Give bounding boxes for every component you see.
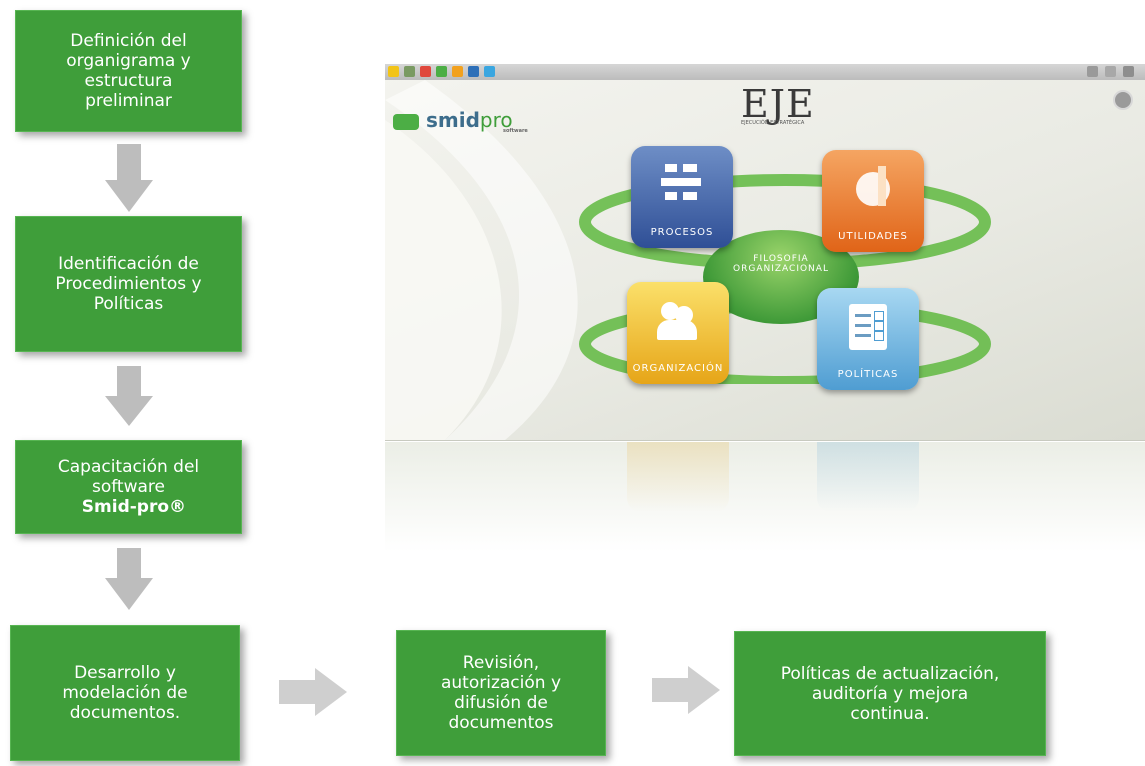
step-text: Capacitación del bbox=[57, 457, 200, 477]
step-text: Procedimientos y bbox=[55, 274, 202, 294]
tile-label: ORGANIZACIÓN bbox=[632, 363, 724, 374]
software-screenshot: smidpro software EJE EJECUCIÓN ESTRATÉGI… bbox=[385, 64, 1145, 441]
folder-icon[interactable] bbox=[388, 66, 399, 77]
step-box-capacitacion: Capacitación del software Smid-pro® bbox=[15, 440, 242, 534]
share-icon[interactable] bbox=[468, 66, 479, 77]
brand-smid: smid bbox=[425, 108, 480, 132]
tile-label: PROCESOS bbox=[650, 227, 714, 238]
people-icon bbox=[653, 298, 703, 344]
tile-politicas[interactable]: POLÍTICAS bbox=[817, 288, 919, 390]
step-box-procedimientos: Identificación de Procedimientos y Polít… bbox=[15, 216, 242, 352]
chart-icon bbox=[848, 166, 898, 212]
step-text: software bbox=[91, 477, 165, 497]
calendar-icon[interactable] bbox=[1105, 66, 1116, 77]
gallery-icon[interactable] bbox=[404, 66, 415, 77]
checklist-icon bbox=[843, 304, 893, 350]
step-text: Políticas bbox=[93, 294, 164, 314]
step-text: autorización y bbox=[440, 673, 562, 693]
brand-name: Smid-pro® bbox=[81, 497, 187, 517]
step-box-organigrama: Definición del organigrama y estructura … bbox=[15, 10, 242, 132]
spiral-icon[interactable] bbox=[420, 66, 431, 77]
eje-subtitle: EJECUCIÓN ESTRATÉGICA bbox=[741, 120, 805, 126]
right-arrow bbox=[279, 668, 347, 716]
eje-logo: EJE bbox=[741, 82, 815, 126]
brand-software: software bbox=[503, 128, 528, 134]
tile-utilidades[interactable]: UTILIDADES bbox=[822, 150, 924, 252]
step-text: Políticas de actualización, bbox=[780, 663, 1000, 684]
center-text: ORGANIZACIONAL bbox=[733, 264, 829, 274]
background-swoosh bbox=[385, 80, 578, 440]
tile-organizacion[interactable]: ORGANIZACIÓN bbox=[627, 282, 729, 384]
smidpro-logo: smidpro software bbox=[393, 108, 528, 134]
step-text: preliminar bbox=[85, 91, 172, 111]
step-text: documentos. bbox=[69, 703, 181, 723]
down-arrow bbox=[105, 548, 153, 610]
brand-pro: pro bbox=[479, 108, 513, 132]
step-text: modelación de bbox=[62, 683, 188, 703]
step-text: Revisión, bbox=[462, 653, 540, 673]
org-icon[interactable] bbox=[436, 66, 447, 77]
step-text: Definición del bbox=[70, 31, 187, 51]
screenshot-reflection bbox=[385, 442, 1145, 552]
step-text: estructura bbox=[84, 71, 173, 91]
step-box-politicas: Políticas de actualización, auditoría y … bbox=[734, 631, 1046, 756]
tile-label: UTILIDADES bbox=[838, 231, 908, 242]
warning-icon[interactable] bbox=[452, 66, 463, 77]
right-arrow bbox=[652, 666, 720, 714]
flowchart-icon bbox=[657, 162, 707, 208]
step-text: organigrama y bbox=[66, 51, 191, 71]
step-box-revision: Revisión, autorización y difusión de doc… bbox=[396, 630, 606, 756]
center-text: FILOSOFIA bbox=[753, 254, 809, 264]
step-text: continua. bbox=[850, 703, 930, 724]
down-arrow bbox=[105, 366, 153, 426]
exit-icon[interactable] bbox=[1123, 66, 1134, 77]
step-box-desarrollo: Desarrollo y modelación de documentos. bbox=[10, 625, 240, 761]
step-text: Identificación de bbox=[58, 254, 199, 274]
step-text: documentos bbox=[448, 713, 554, 733]
chat-icon[interactable] bbox=[484, 66, 495, 77]
tile-label: POLÍTICAS bbox=[837, 369, 899, 380]
step-text: auditoría y mejora bbox=[811, 683, 969, 704]
step-text: difusión de bbox=[454, 693, 548, 713]
app-toolbar bbox=[385, 64, 1145, 80]
tile-procesos[interactable]: PROCESOS bbox=[631, 146, 733, 248]
grid-icon[interactable] bbox=[1087, 66, 1098, 77]
step-text: Desarrollo y bbox=[74, 663, 176, 683]
help-icon[interactable] bbox=[1113, 90, 1133, 110]
down-arrow bbox=[105, 144, 153, 212]
